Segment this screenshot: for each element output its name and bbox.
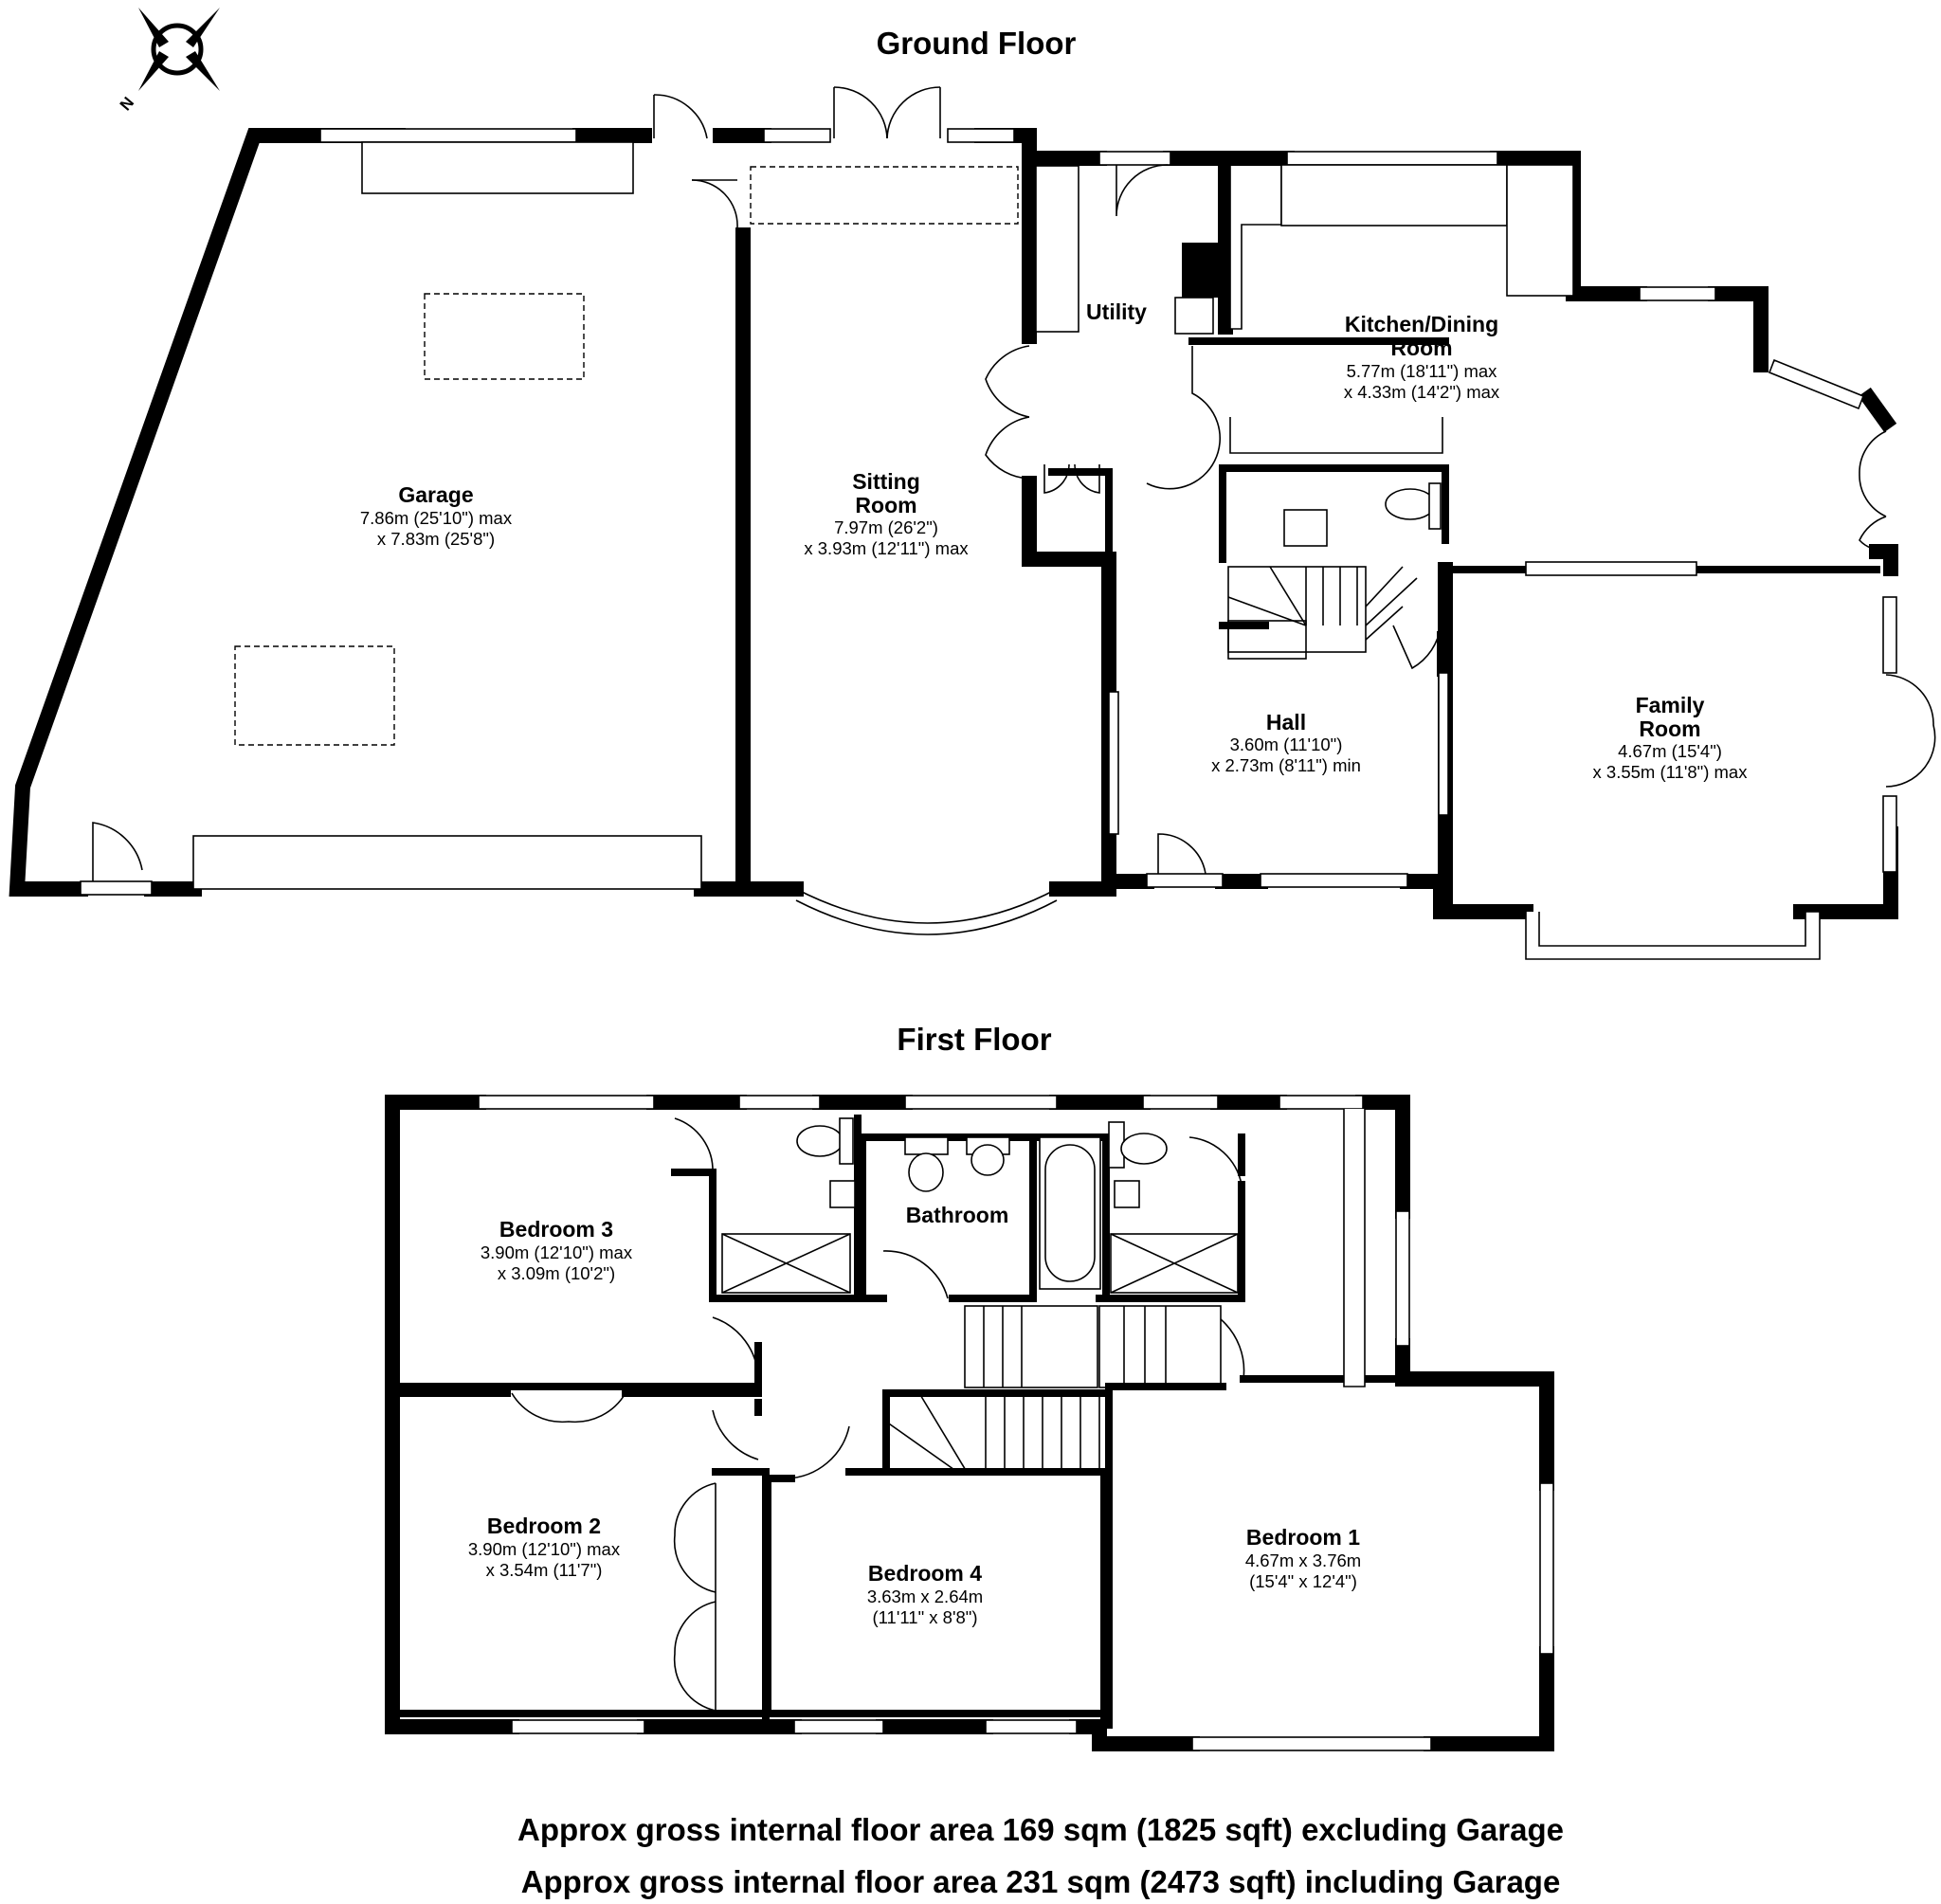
svg-text:Room: Room [1639, 716, 1700, 741]
svg-text:Bedroom 1: Bedroom 1 [1246, 1525, 1360, 1550]
room-label-sitting-room: Sitting Room 7.97m (26'2") x 3.93m (12'1… [804, 469, 969, 558]
first-floor-title: First Floor [897, 1022, 1051, 1057]
svg-text:3.63m x 2.64m: 3.63m x 2.64m [867, 1587, 983, 1606]
svg-text:Room: Room [855, 493, 916, 517]
svg-text:x 3.55m (11'8") max: x 3.55m (11'8") max [1593, 762, 1749, 782]
room-label-kitchen-dining: Kitchen/Dining Room 5.77m (18'11") max x… [1344, 312, 1500, 402]
ground-floor-walls [9, 128, 1898, 919]
svg-text:Family: Family [1636, 693, 1705, 717]
room-label-family-room: Family Room 4.67m (15'4") x 3.55m (11'8"… [1593, 693, 1749, 782]
room-label-bedroom-4: Bedroom 4 3.63m x 2.64m (11'11" x 8'8") [867, 1561, 983, 1627]
svg-text:3.90m (12'10") max: 3.90m (12'10") max [481, 1242, 633, 1262]
ground-floor-title: Ground Floor [877, 26, 1077, 61]
svg-text:Bedroom 2: Bedroom 2 [487, 1514, 601, 1538]
room-label-hall: Hall 3.60m (11'10") x 2.73m (8'11") min [1211, 710, 1361, 775]
svg-text:Utility: Utility [1086, 299, 1147, 324]
svg-text:Hall: Hall [1266, 710, 1306, 734]
svg-text:4.67m x 3.76m: 4.67m x 3.76m [1245, 1550, 1361, 1570]
svg-text:Bedroom 3: Bedroom 3 [499, 1217, 613, 1242]
room-label-bedroom-3: Bedroom 3 3.90m (12'10") max x 3.09m (10… [481, 1217, 633, 1283]
svg-text:(11'11" x 8'8"): (11'11" x 8'8") [872, 1607, 977, 1627]
room-label-bedroom-1: Bedroom 1 4.67m x 3.76m (15'4" x 12'4") [1245, 1525, 1361, 1591]
room-label-garage: Garage 7.86m (25'10") max x 7.83m (25'8"… [360, 482, 513, 549]
first-floor-fixtures [478, 1095, 1554, 1751]
svg-text:Garage: Garage [398, 482, 473, 507]
room-label-utility: Utility [1086, 299, 1147, 324]
area-including-garage: Approx gross internal floor area 231 sqm… [521, 1864, 1561, 1899]
svg-text:3.60m (11'10"): 3.60m (11'10") [1230, 734, 1343, 754]
svg-text:x 7.83m (25'8"): x 7.83m (25'8") [377, 529, 495, 549]
svg-text:3.90m (12'10") max: 3.90m (12'10") max [468, 1539, 621, 1559]
ground-floor-fixtures [80, 86, 1936, 960]
svg-text:x 3.93m (12'11") max: x 3.93m (12'11") max [804, 538, 969, 558]
svg-text:7.86m (25'10") max: 7.86m (25'10") max [360, 508, 513, 528]
svg-text:Kitchen/Dining: Kitchen/Dining [1345, 312, 1498, 336]
svg-text:(15'4" x 12'4"): (15'4" x 12'4") [1249, 1571, 1357, 1591]
svg-text:Room: Room [1390, 335, 1452, 360]
svg-text:x 3.09m (10'2"): x 3.09m (10'2") [498, 1263, 615, 1283]
stairs-ground [1227, 566, 1442, 670]
first-floor-walls [385, 1095, 1554, 1751]
svg-text:Bathroom: Bathroom [906, 1203, 1009, 1227]
svg-text:5.77m (18'11") max: 5.77m (18'11") max [1347, 361, 1498, 381]
svg-text:4.67m (15'4"): 4.67m (15'4") [1618, 741, 1722, 761]
area-excluding-garage: Approx gross internal floor area 169 sqm… [517, 1812, 1564, 1847]
compass-rose-icon: N [117, 8, 220, 114]
compass-north-label: N [117, 94, 137, 115]
room-label-bathroom: Bathroom [906, 1203, 1009, 1227]
svg-text:x 4.33m (14'2") max: x 4.33m (14'2") max [1344, 382, 1500, 402]
svg-text:Sitting: Sitting [852, 469, 920, 494]
room-label-bedroom-2: Bedroom 2 3.90m (12'10") max x 3.54m (11… [468, 1514, 621, 1580]
svg-text:x 3.54m (11'7"): x 3.54m (11'7") [486, 1560, 603, 1580]
stairs-first [882, 1305, 1222, 1475]
svg-text:Bedroom 4: Bedroom 4 [868, 1561, 982, 1586]
svg-text:7.97m (26'2"): 7.97m (26'2") [834, 517, 938, 537]
svg-text:x 2.73m (8'11") min: x 2.73m (8'11") min [1211, 755, 1361, 775]
